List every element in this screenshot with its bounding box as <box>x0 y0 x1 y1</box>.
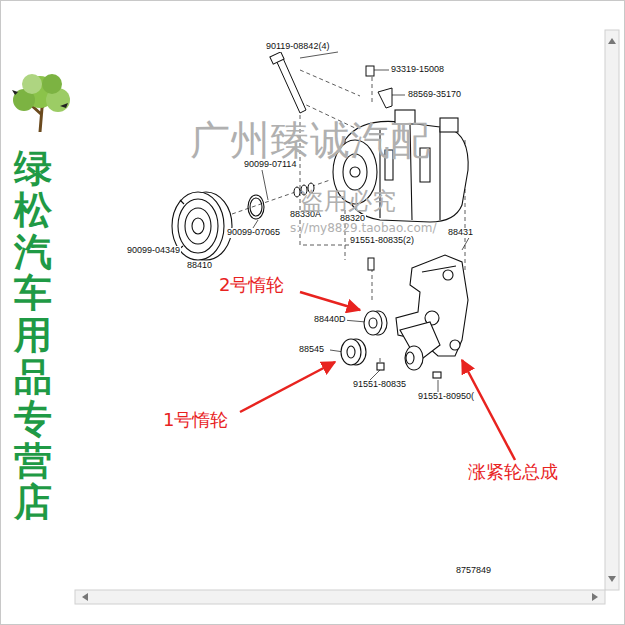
scroll-arrow <box>82 593 88 601</box>
tensioner <box>377 322 441 378</box>
part-number: 91551-80835(2) <box>349 236 415 246</box>
part-callout: 2号惰轮 <box>219 275 284 295</box>
part-number: 90099-07065 <box>226 228 281 238</box>
part-callout: 涨紧轮总成 <box>468 462 558 482</box>
bolt <box>270 52 306 113</box>
scroll-arrow <box>608 576 616 582</box>
tree-logo <box>12 74 70 132</box>
watermark: 广州臻诚汽配 <box>190 118 430 162</box>
pointer-arrow <box>240 292 515 460</box>
scrollbar <box>605 30 619 590</box>
scroll-arrow <box>608 38 616 44</box>
idler-pulley <box>341 339 366 365</box>
part-number: 88569-35170 <box>407 90 462 100</box>
part-number: 91551-80950( <box>417 392 475 402</box>
part-number: 88410 <box>186 261 213 271</box>
part-number: 91551-80835 <box>352 380 407 390</box>
part-number: 90099-04349 <box>126 246 181 256</box>
part-number: 88545 <box>298 345 325 355</box>
part-number: 88440D <box>313 315 347 325</box>
bolt <box>368 258 374 270</box>
screw <box>366 66 392 108</box>
snap-ring <box>248 195 264 219</box>
watermark: 盗用必究 <box>300 188 396 214</box>
part-number: 93319-15008 <box>390 65 445 75</box>
part-number: 90119-08842(4) <box>265 42 330 52</box>
idler-pulley <box>364 311 387 335</box>
part-callout: 1号惰轮 <box>163 410 228 430</box>
scroll-arrow <box>592 593 598 601</box>
part-number: 88431 <box>447 228 474 238</box>
drawing-number: 8757849 <box>455 566 492 576</box>
scrollbar <box>75 590 605 604</box>
watermark: s://my8829.taobao.com/ <box>290 222 437 235</box>
shop-name: 绿松汽车用品专营店 <box>14 148 52 524</box>
